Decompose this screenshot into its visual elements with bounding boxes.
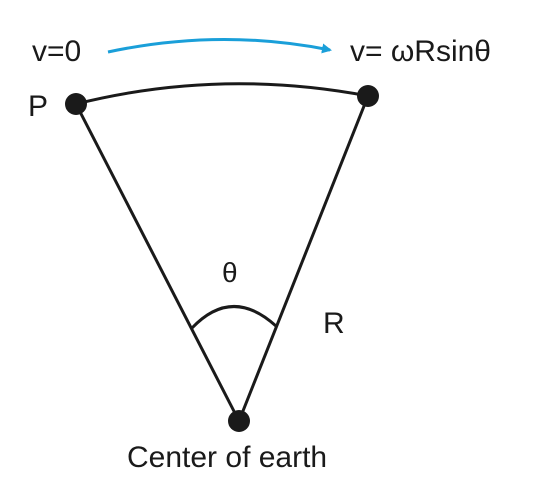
radius-line-right (237, 95, 370, 422)
velocity-end-label: v= ωRsinθ (350, 35, 491, 68)
center-dot (228, 410, 250, 432)
point-p-label: P (28, 90, 48, 123)
angle-arc (190, 305, 278, 330)
radius-line-left (74, 103, 241, 422)
point-end-dot (357, 85, 379, 107)
angle-label: θ (222, 257, 238, 288)
center-label: Center of earth (127, 441, 327, 474)
radius-label: R (323, 307, 345, 340)
motion-arrow (107, 38, 332, 54)
velocity-start-label: v=0 (32, 35, 81, 68)
surface-arc (75, 82, 369, 106)
point-p-dot (65, 93, 87, 115)
